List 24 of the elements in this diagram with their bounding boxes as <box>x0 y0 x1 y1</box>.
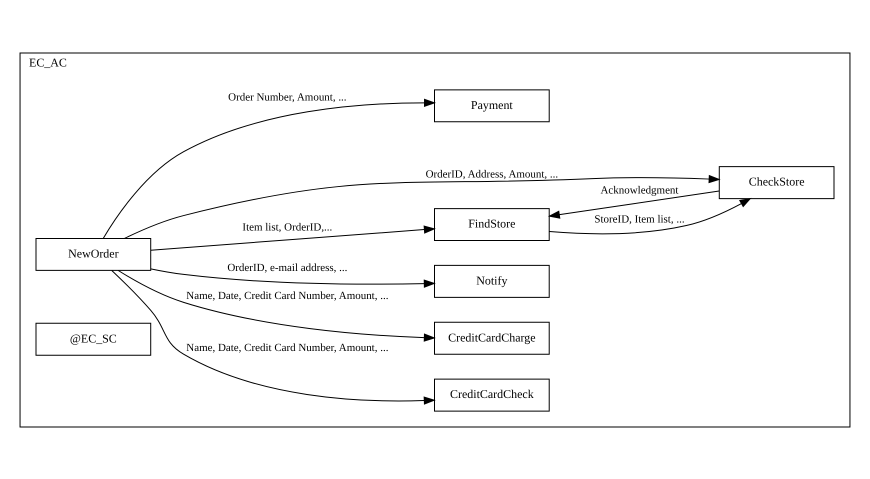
edge-label: Name, Date, Credit Card Number, Amount, ... <box>186 342 388 354</box>
arrow <box>150 224 436 250</box>
arrow <box>548 197 752 234</box>
edge-label: Acknowledgment <box>600 184 678 196</box>
edge-label: StoreID, Item list, ... <box>594 212 685 225</box>
node-box: CreditCardCheck <box>434 378 550 412</box>
node-box: CreditCardCharge <box>434 321 550 354</box>
node-box: @EC_SC <box>36 322 152 356</box>
edge-label: OrderID, e-mail address, ... <box>227 262 348 274</box>
node-box: CheckStore <box>718 166 834 199</box>
arrow <box>111 269 436 404</box>
node-box: Notify <box>434 264 550 298</box>
arrow <box>118 270 436 342</box>
arrow <box>548 190 720 218</box>
node-box: Payment <box>434 88 550 122</box>
node-box: FindStore <box>434 208 550 240</box>
arrow <box>150 268 436 288</box>
edge-label: Name, Date, Credit Card Number, Amount, ... <box>186 290 388 302</box>
node-box: NewOrder <box>36 238 152 270</box>
edge-label: Item list, OrderID,... <box>242 220 332 233</box>
edge-label: Order Number, Amount, ... <box>228 91 347 104</box>
edge-label: OrderID, Address, Amount, ... <box>426 168 558 180</box>
arrow <box>124 174 721 238</box>
arrow <box>102 98 436 238</box>
